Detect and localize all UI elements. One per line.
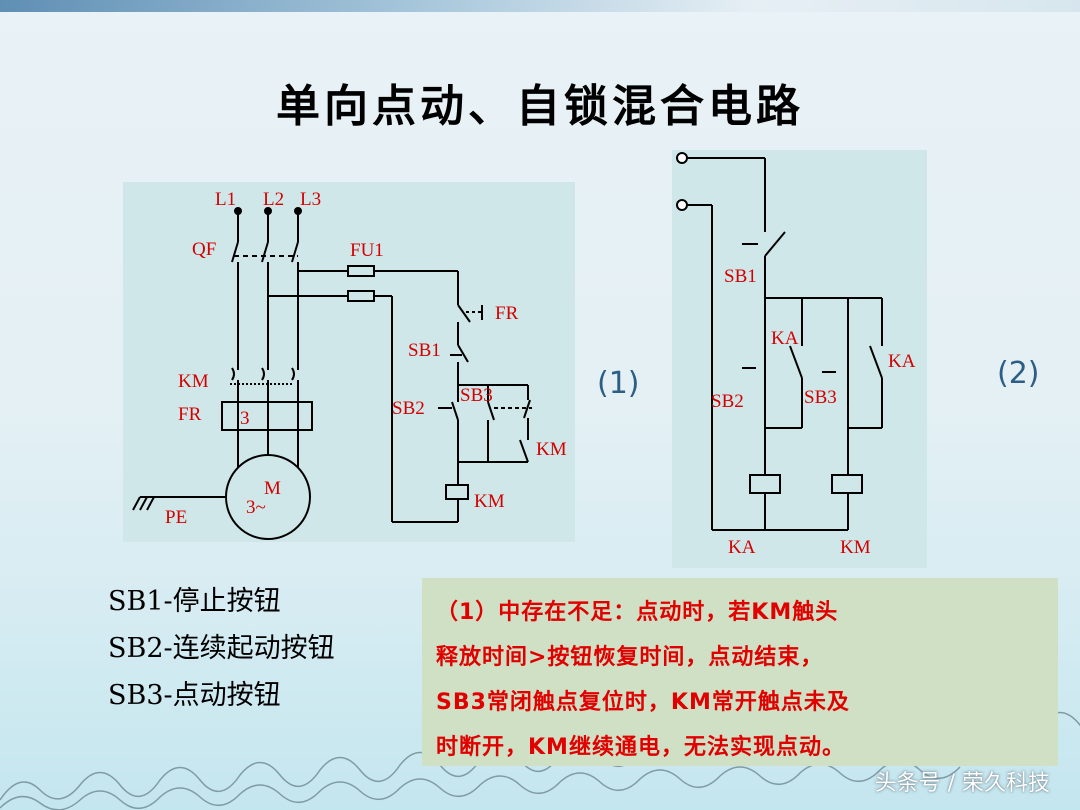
label-sb3: SB3 — [460, 385, 493, 406]
label-l3: L3 — [300, 189, 321, 210]
label-km-aux: KM — [536, 439, 567, 460]
diagram2-panel — [672, 150, 927, 568]
label2-sb2: SB2 — [711, 391, 744, 412]
legend: SB1-停止按钮 SB2-连续起动按钮 SB3-点动按钮 — [108, 578, 335, 719]
legend-item: SB3-点动按钮 — [108, 680, 281, 711]
note-line: （1）中存在不足：点动时，若KM触头 — [436, 600, 839, 625]
label-km-coil: KM — [474, 491, 505, 512]
legend-item: SB2-连续起动按钮 — [108, 633, 335, 664]
label-sb2: SB2 — [392, 398, 425, 419]
label-qf: QF — [192, 239, 216, 260]
label-l1: L1 — [215, 189, 236, 210]
label-motor-3: 3~ — [246, 497, 266, 518]
label-fr-relay: FR — [178, 404, 202, 425]
label-km-main: KM — [178, 371, 209, 392]
note-line: 时断开，KM继续通电，无法实现点动。 — [436, 735, 845, 760]
note-line: 释放时间>按钮恢复时间，点动结束， — [436, 645, 824, 670]
diagram1-panel — [123, 182, 575, 542]
label2-ka-contact2: KA — [888, 351, 916, 372]
label2-ka-contact1: KA — [771, 328, 799, 349]
legend-item: SB1-停止按钮 — [108, 586, 281, 617]
diagram2-caption: (2) — [997, 356, 1040, 391]
label2-sb1: SB1 — [724, 266, 757, 287]
diagram1-caption: (1) — [597, 366, 640, 401]
label-l2: L2 — [263, 189, 284, 210]
label-motor-m: M — [264, 478, 281, 499]
label-fr-num: 3 — [240, 408, 250, 429]
label-fr-contact: FR — [495, 303, 519, 324]
label-fu1: FU1 — [350, 240, 384, 261]
label-sb1: SB1 — [408, 340, 441, 361]
label2-ka-coil: KA — [728, 537, 756, 558]
label2-km-coil: KM — [840, 537, 871, 558]
watermark: 头条号 / 荣久科技 — [874, 771, 1050, 796]
top-banner — [0, 0, 1080, 12]
note-box: （1）中存在不足：点动时，若KM触头 释放时间>按钮恢复时间，点动结束， SB3… — [422, 578, 1058, 766]
note-line: SB3常闭触点复位时，KM常开触点未及 — [436, 690, 850, 715]
label-pe: PE — [165, 507, 187, 528]
slide-title: 单向点动、自锁混合电路 — [276, 81, 804, 132]
label2-sb3: SB3 — [804, 387, 837, 408]
